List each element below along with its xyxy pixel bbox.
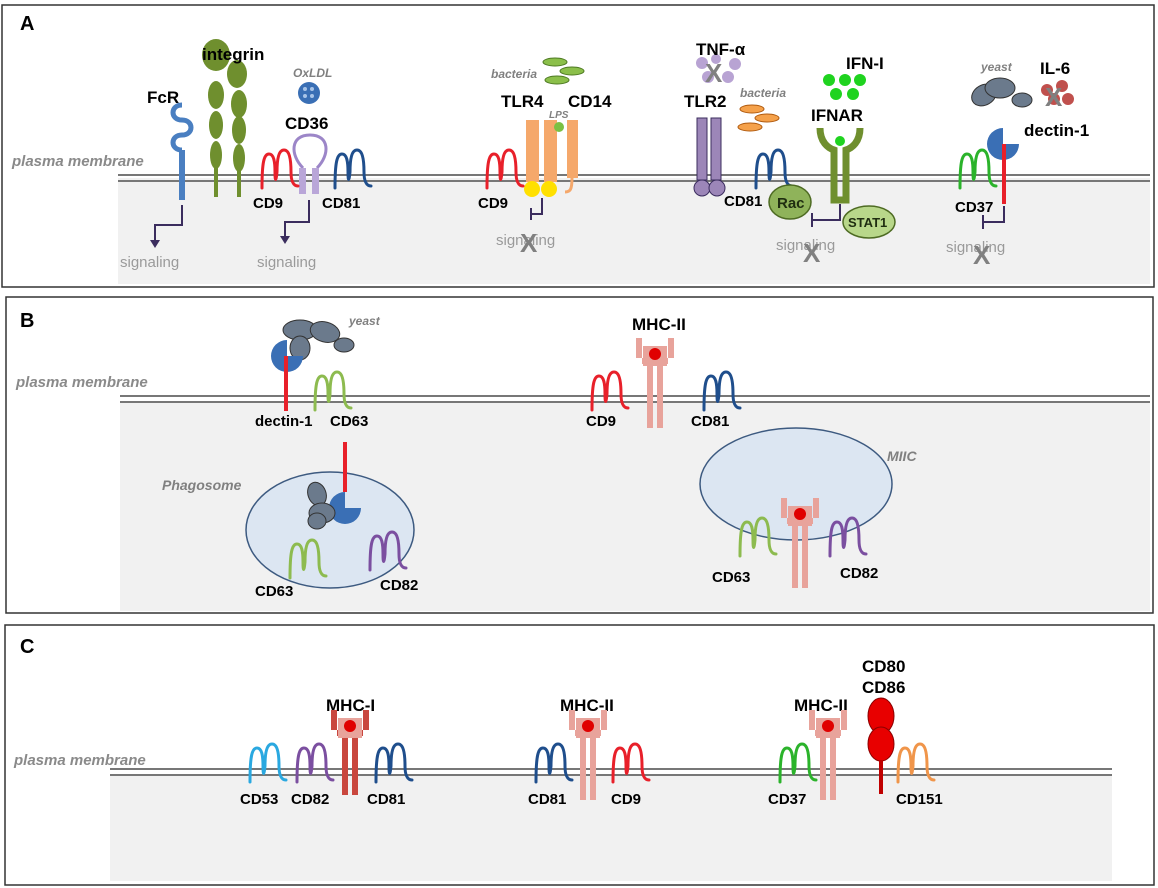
tlr4-signaling-block [530,198,543,220]
cd81-label-c1: CD81 [367,791,405,808]
cd37-label-a: CD37 [955,199,993,216]
cd14-receptor [564,120,578,194]
cd82-label-c: CD82 [291,791,329,808]
block-x-icon-tnf: X [705,58,723,88]
dectin-receptor-a [987,128,1019,204]
phagosome-label: Phagosome [162,477,242,493]
yeast-label-b: yeast [348,314,381,328]
cd37-label-c: CD37 [768,791,806,808]
ifn-label: IFN-I [846,54,884,73]
cd36-label: CD36 [285,114,328,133]
block-x-icon-1: X [520,228,538,258]
dectin-signaling-block [982,206,1005,229]
rac-protein [768,184,812,220]
ifnar-signaling-block [811,204,841,227]
dectin-receptor-b [271,340,303,411]
cd9-label-a2: CD9 [478,195,508,212]
cd81-label-a2: CD81 [724,193,762,210]
yeast-cluster-a [971,77,1033,108]
cd80-cd86-molecule [867,697,895,794]
integrin-label: integrin [202,45,264,64]
phagosome-vesicle [245,471,415,589]
panel-c-letter: C [20,636,34,658]
yeast-in-phagosome [307,481,336,530]
cd9-label-a1: CD9 [253,195,283,212]
signaling-label-1: signaling [120,254,179,271]
oxldl-particle [298,82,320,104]
dectin-label-b: dectin-1 [255,413,313,430]
cd82-label-miic: CD82 [840,565,878,582]
cd36-receptor [280,133,328,244]
mhc1-label: MHC-I [326,696,375,715]
cd9-label-b: CD9 [586,413,616,430]
panel-c: C plasma membrane MHC-I CD53 CD82 CD81 M… [4,624,1155,886]
bacteria-cluster-1 [542,57,585,85]
tlr4-label: TLR4 [501,92,544,111]
lps-label: LPS [549,110,569,121]
block-x-icon-2: X [803,238,821,268]
cd81-label-a1: CD81 [322,195,360,212]
il6-cluster [1041,80,1074,105]
dectin-label-a: dectin-1 [1024,121,1089,140]
panel-a-letter: A [20,13,34,35]
cd86-label: CD86 [862,678,905,697]
yeast-label-a: yeast [980,60,1013,74]
fcr-receptor [150,102,194,248]
bacteria-label-2: bacteria [740,86,786,100]
cd63-label-miic: CD63 [712,569,750,586]
rac-label: Rac [777,195,805,212]
tnf-cluster [696,54,741,83]
cd14-label: CD14 [568,92,612,111]
cd80-label: CD80 [862,657,905,676]
dectin-receptor-phagosome [329,442,361,524]
panel-b-letter: B [20,310,34,332]
panel-a-cytoplasm [118,178,1150,284]
tnf-label: TNF-α [696,40,746,59]
panel-c-membrane-label: plasma membrane [13,752,146,769]
block-x-icon-il6: X [1045,82,1063,112]
bacteria-label-1: bacteria [491,67,537,81]
cd63-label-phagosome: CD63 [255,583,293,600]
bacteria-cluster-2 [737,104,780,132]
signaling-label-3: signaling [496,232,555,249]
mhc2-receptor-c1 [569,710,607,800]
oxldl-label: OxLDL [293,66,332,80]
cd53-label: CD53 [240,791,278,808]
tlr2-label: TLR2 [684,92,727,111]
tlr2-receptor [693,117,726,197]
panel-b-membrane-label: plasma membrane [15,374,148,391]
ifn-cluster [823,74,866,100]
mhc2-receptor-c2 [809,710,847,800]
mhc2-label-b: MHC-II [632,315,686,334]
block-x-icon-3: X [973,240,991,270]
mhc2-label-c2: MHC-II [794,696,848,715]
cd63-label-b1: CD63 [330,413,368,430]
fcr-label: FcR [147,88,179,107]
stat1-label: STAT1 [848,215,887,230]
panel-b: B plasma membrane yeast dectin-1 CD63 Ph… [5,296,1154,614]
cd81-label-c2: CD81 [528,791,566,808]
cd151-label: CD151 [896,791,943,808]
mhc1-receptor [331,710,369,795]
miic-label: MIIC [887,448,917,464]
integrin-receptor [202,39,247,197]
ifnar-label: IFNAR [811,106,863,125]
mhc2-receptor-miic [781,498,819,588]
signaling-label-2: signaling [257,254,316,271]
cd82-label-phagosome: CD82 [380,577,418,594]
il6-label: IL-6 [1040,59,1070,78]
cd81-label-b: CD81 [691,413,729,430]
signaling-label-4: signaling [776,237,835,254]
cd9-label-c: CD9 [611,791,641,808]
mhc2-receptor-b [636,338,674,428]
panel-c-cytoplasm [110,775,1112,881]
tlr4-receptor [524,120,564,197]
stat1-protein [842,205,896,239]
panel-a-membrane-label: plasma membrane [11,153,144,170]
panel-a: A plasma membrane FcR signaling integrin [1,4,1155,288]
signaling-label-5: signaling [946,239,1005,256]
ifnar-receptor [816,127,864,204]
